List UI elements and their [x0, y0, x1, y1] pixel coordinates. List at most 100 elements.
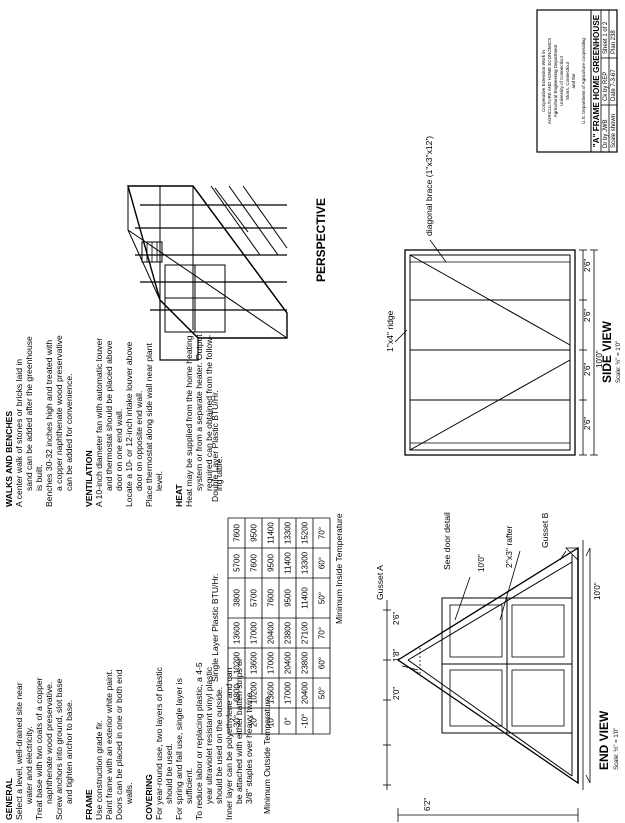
single-layer-cell: 23800 [301, 651, 310, 674]
side-total-dimension: 10'0" [595, 350, 604, 368]
single-layer-cell: 13600 [250, 651, 259, 674]
drawn-by: Dr by JWB [603, 119, 609, 148]
single-layer-cell: 10200 [250, 681, 259, 704]
end-dim-2ft6: 2'6" [392, 612, 401, 625]
single-layer-cell: 20400 [284, 651, 293, 674]
perspective-title: PERSPECTIVE [314, 198, 328, 282]
single-layer-cell: 6800 [233, 684, 242, 702]
note-line: Inner layer can be polyethylene and can [224, 667, 234, 820]
note-line: Doors can be placed in one or both end [114, 669, 124, 820]
table-cells: 30°6800102001360038005700760020°10200136… [233, 521, 327, 728]
ridge-label: 1"x4" ridge [385, 310, 395, 352]
note-line: For year-round use, two layers of plasti… [154, 666, 164, 820]
double-layer-cell: 3800 [233, 589, 242, 607]
note-line: water and electricity. [24, 726, 34, 805]
heat-table: Single Layer Plastic BTU/Hr. Double Laye… [210, 390, 344, 814]
ventilation-heading: VENTILATION [84, 450, 94, 507]
side-dim-1: 2'6" [583, 309, 592, 322]
perspective-end-wall [159, 299, 199, 361]
note-line: Treat base with two coats of a copper [34, 677, 44, 820]
note-line: required can be obtained from the follow… [204, 335, 214, 491]
date: Date 7-3-67 [611, 69, 617, 101]
end-view-outline [396, 546, 579, 785]
double-layer-cell: 9500 [250, 524, 259, 542]
note-line: Select a level, well-drained site near [14, 682, 24, 820]
table-grid [227, 517, 331, 735]
double-layer-header: Double Layer Plastic BTU/Hr. [210, 390, 220, 502]
gusset-b-label: Gusset B [540, 512, 550, 548]
double-layer-cell: 13300 [301, 551, 310, 574]
agency-line: U.S. Department of Agriculture cooperati… [581, 38, 586, 124]
side-view-scale: Scale: ½" = 1'0" [615, 341, 622, 383]
note-line: Place thermostat along side wall near pl… [144, 343, 154, 507]
title-block: Cooperative Extension Work in AGRICULTUR… [536, 9, 618, 153]
outside-temp-cell: 20° [250, 715, 259, 727]
note-line: naphthenate wood preservative. [44, 682, 54, 804]
note-line: To reduce labor or replacing plastic, a … [194, 662, 204, 820]
double-layer-cell: 5700 [250, 589, 259, 607]
walks-heading: WALKS AND BENCHES [4, 411, 14, 507]
note-line: walls. [124, 783, 134, 806]
note-line: sand can be added after the greenhouse [24, 336, 34, 491]
side-dim-2: 2'6" [583, 363, 592, 376]
covering-notes: COVERING For year-round use, two layers … [144, 658, 254, 820]
inside-temp-label: Minimum Inside Temperature [334, 513, 344, 624]
gusset-a-label: Gusset A [375, 565, 385, 600]
note-line: Locate a 10- or 12-inch intake louver ab… [124, 341, 134, 507]
note-line: Paint frame with an exterior white paint… [104, 670, 114, 820]
see-door-detail-label: See door detail [442, 512, 452, 570]
note-line: Use construction grade fir. [94, 720, 104, 820]
inside-temp-cell: 60° [318, 657, 327, 669]
single-layer-cell: 13600 [267, 681, 276, 704]
end-base-dimension: 10'0" [593, 582, 602, 600]
side-dim-4: 2'6" [583, 259, 592, 272]
note-line: sufficient. [184, 768, 194, 804]
brace-label: diagonal brace (1"x3"x12') [424, 136, 434, 236]
single-layer-cell: 17000 [250, 621, 259, 644]
side-view-outline [404, 249, 576, 456]
frame-heading: FRAME [84, 789, 94, 820]
side-dim-3: 2'6" [583, 417, 592, 430]
outside-temp-cell: 30° [233, 715, 242, 727]
note-line: Screw anchors into ground, slot base [54, 678, 64, 820]
svg-text:Minimum Outside Temperature: Minimum Outside Temperature [262, 696, 272, 814]
agency-line: and the [571, 73, 576, 89]
double-layer-cell: 11400 [284, 552, 293, 574]
note-line: should be used. [164, 743, 174, 804]
single-layer-cell: 17000 [284, 681, 293, 704]
note-line: door on one end wall. [114, 409, 124, 491]
note-line: Benches 30-32 inches high and treated wi… [44, 340, 54, 507]
agency-line: Cooperative Extension Work in [541, 50, 546, 112]
note-line: system or from a separate heater. Output [194, 334, 204, 491]
single-layer-header: Single Layer Plastic BTU/Hr. [210, 574, 220, 682]
plan-title: "A" FRAME HOME GREENHOUSE [592, 14, 601, 147]
general-notes: GENERAL Select a level, well-drained sit… [4, 677, 74, 820]
double-layer-cell: 11400 [301, 587, 310, 609]
heat-notes: HEAT Heat may be supplied from the home … [174, 334, 224, 507]
note-line: should be used on the outside. [214, 687, 224, 804]
frame-notes: FRAME Use construction grade fir. Paint … [84, 669, 134, 820]
single-layer-cell: 17000 [267, 651, 276, 674]
note-line: is built. [34, 464, 44, 491]
end-dim-1ft8: 1'8" [392, 649, 401, 662]
heat-heading: HEAT [174, 483, 184, 507]
agency-line: Agricultural Engineering Department [553, 44, 558, 117]
perspective-drawing [127, 185, 288, 361]
note-line: A 10-inch diameter fan with automatic lo… [94, 338, 104, 507]
scale-note: Scale shown [611, 114, 617, 148]
sheet-number: Sheet 1 of 2 [603, 21, 609, 54]
note-line: year ultraviolet resistant vinyl plastic [204, 666, 214, 804]
agency-line: AGRICULTURE AND HOME ECONOMICS [547, 38, 552, 124]
note-line: and thermostat should be placed above [104, 340, 114, 491]
plan-number: Plan 238 [611, 30, 617, 54]
note-line: ing table. [214, 456, 224, 491]
double-layer-cell: 13300 [284, 521, 293, 544]
outside-temp-cell: 10° [267, 715, 276, 727]
walks-notes: WALKS AND BENCHES A center walk of stone… [4, 335, 74, 507]
double-layer-cell: 9500 [267, 554, 276, 572]
single-layer-cell: 20400 [267, 621, 276, 644]
end-view-scale: Scale: ½" = 1'0" [613, 728, 620, 770]
outside-temp-cell: -10° [301, 714, 310, 729]
note-line: level. [154, 471, 164, 491]
note-line: A center walk of stones or bricks laid i… [14, 359, 24, 507]
